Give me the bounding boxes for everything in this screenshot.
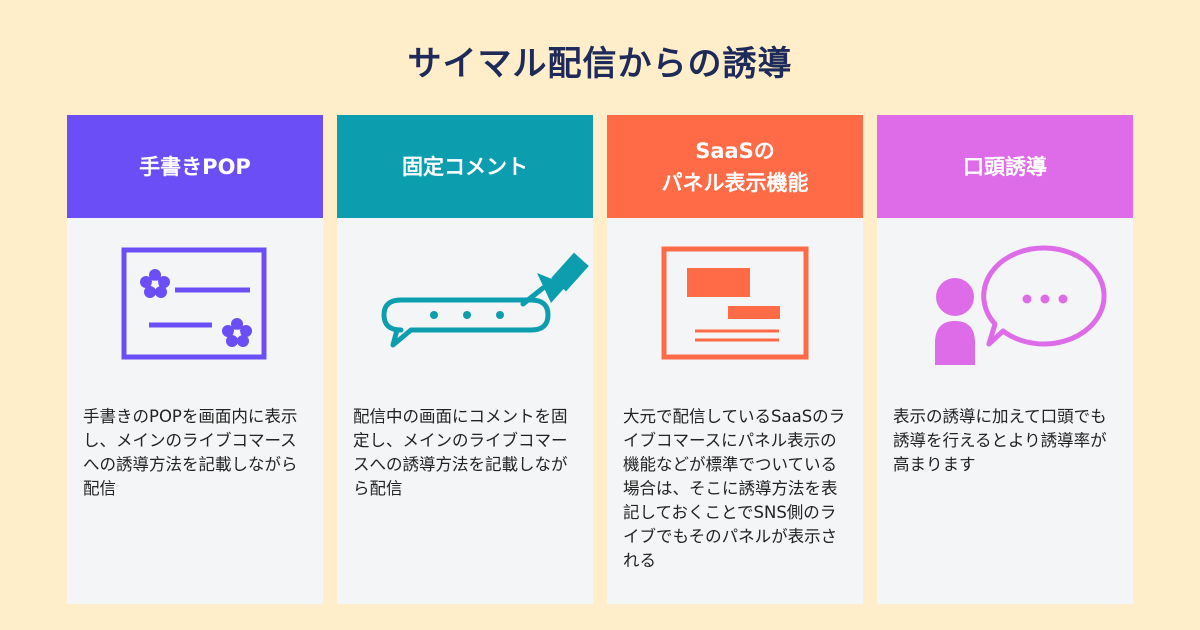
card-header: 口頭誘導 (877, 115, 1133, 218)
card-description: 大元で配信しているSaaSのライブコマースにパネル表示の機能などが標準でついてい… (623, 407, 846, 570)
card-handwritten-pop: 手書きPOP 手書きのPOPを画面内に表示し、メインのライブコマースへの誘導方法… (67, 115, 323, 604)
card-header: 固定コメント (337, 115, 593, 218)
card-header: 手書きPOP (67, 115, 323, 218)
pinned-comment-icon (337, 218, 593, 393)
pop-sign-icon (67, 218, 323, 393)
card-verbal-guidance: 口頭誘導 表示の誘導に加えて口頭でも誘導を行えるとより誘導率が高まります (877, 115, 1133, 604)
flower-icon (140, 269, 170, 298)
speech-bubble-icon (981, 245, 1107, 347)
pushpin-icon (520, 252, 589, 307)
person-icon (935, 278, 975, 365)
card-pinned-comment: 固定コメント 配信中の画面にコメントを固定し、メインのライブコマースへの誘導方法… (337, 115, 593, 604)
card-saas-panel: SaaSの パネル表示機能 大元で配信しているSaaSのライブコマースにパネル表… (607, 115, 863, 604)
card-description: 配信中の画面にコメントを固定し、メインのライブコマースへの誘導方法を記載しながら… (353, 407, 568, 498)
panel-display-icon (607, 218, 863, 393)
card-description: 手書きのPOPを画面内に表示し、メインのライブコマースへの誘導方法を記載しながら… (83, 407, 298, 498)
page-title: サイマル配信からの誘導 (407, 44, 793, 84)
card-header: SaaSの パネル表示機能 (607, 115, 863, 218)
flower-icon (222, 318, 252, 347)
speaking-person-icon (877, 218, 1133, 393)
card-description: 表示の誘導に加えて口頭でも誘導を行えるとより誘導率が高まります (893, 407, 1107, 474)
